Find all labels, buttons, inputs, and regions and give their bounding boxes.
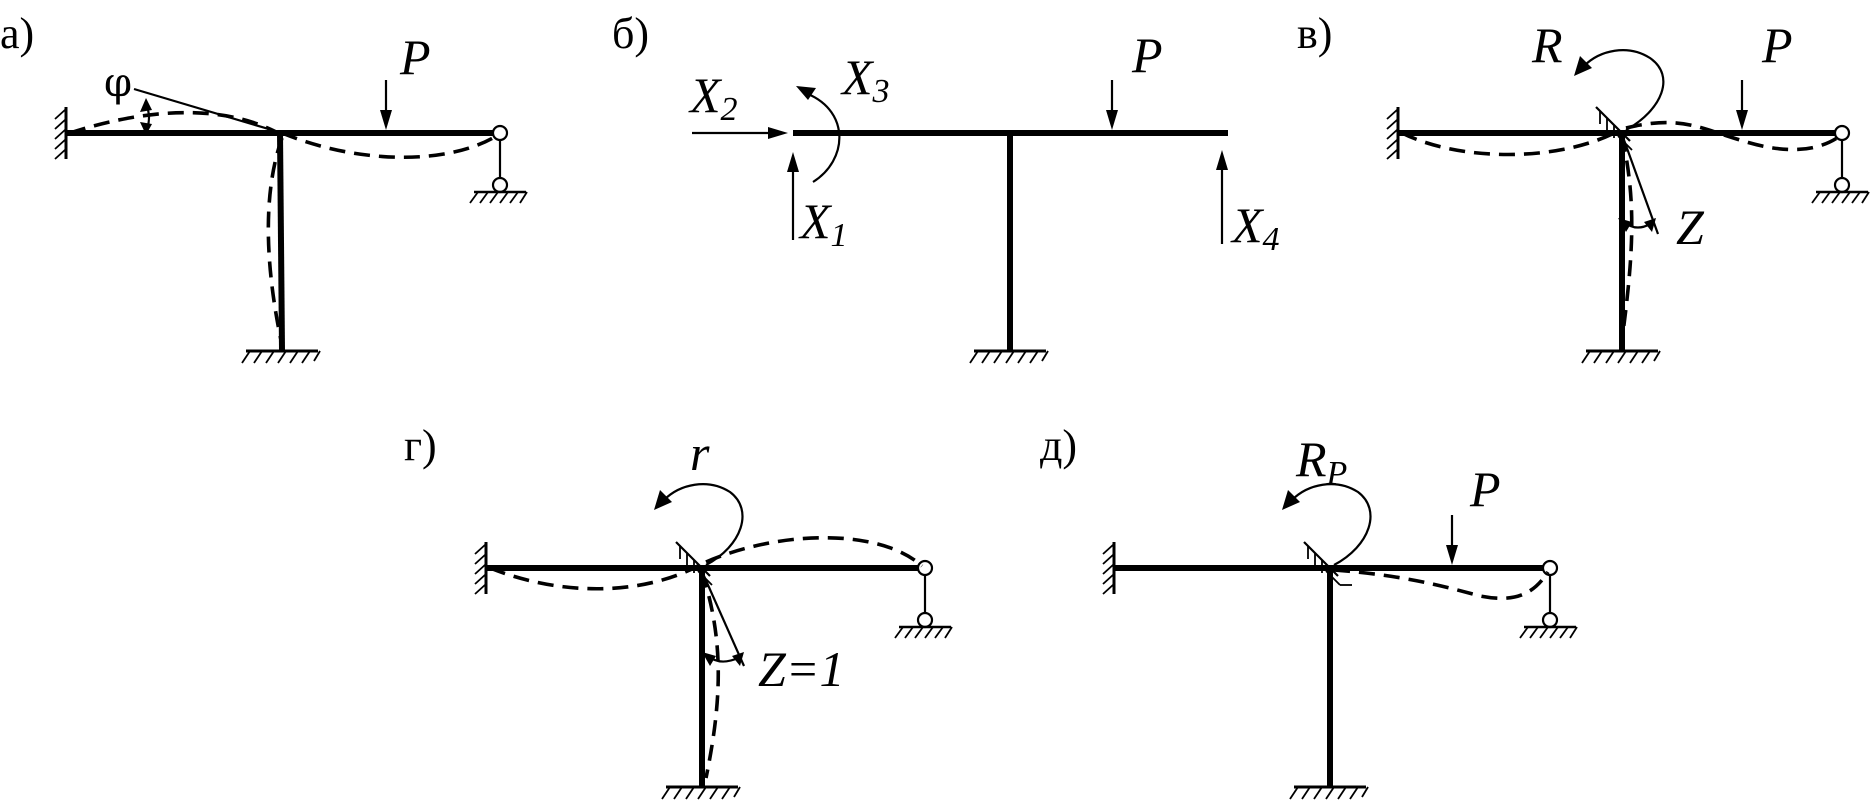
panel-g: г) Z=1 r xyxy=(404,421,954,801)
moment-x3-arc xyxy=(807,92,841,183)
moment-x3-label: X3 xyxy=(840,49,890,110)
panel-label-g: г) xyxy=(404,421,437,470)
fixed-support-bottom xyxy=(1580,349,1662,365)
load-label: P xyxy=(1469,461,1501,517)
rotation-tangent-line xyxy=(702,575,746,667)
force-x1-label: X1 xyxy=(798,193,848,254)
panel-v: в) Z R P xyxy=(1297,9,1871,365)
panel-b: б) X1 X2 X3 X4 P xyxy=(612,9,1280,365)
force-x4-label: X4 xyxy=(1230,197,1280,258)
reaction-label: R xyxy=(1531,17,1563,73)
reaction-head xyxy=(1282,490,1300,510)
roller-support xyxy=(893,559,954,640)
rotation-arrow-left xyxy=(1618,218,1632,232)
rotation-tangent-line xyxy=(133,87,283,135)
load-arrow xyxy=(1104,78,1120,132)
deflection-column xyxy=(700,571,721,779)
deflection-left-span xyxy=(69,110,279,135)
fixed-support-bottom xyxy=(660,785,742,801)
roller-support xyxy=(1810,124,1871,205)
phi-label: φ xyxy=(104,60,132,106)
reaction-label: r xyxy=(690,425,710,481)
fixed-support-left xyxy=(1101,540,1116,596)
moment-x3-head xyxy=(796,86,816,100)
reaction-label: RP xyxy=(1295,431,1347,492)
deflection-right-span xyxy=(705,535,924,568)
rotation-arrow-right xyxy=(1644,218,1656,232)
panel-label-d: д) xyxy=(1040,421,1077,470)
rotation-label: Z=1 xyxy=(758,641,845,697)
load-label: P xyxy=(1761,17,1793,73)
deflection-left-span xyxy=(1401,129,1619,157)
panel-d: д) RP P xyxy=(1040,421,1579,801)
deflection-right-span xyxy=(1625,120,1842,152)
reaction-head xyxy=(654,490,672,510)
panel-a: а) φ P xyxy=(0,9,529,365)
load-arrow xyxy=(378,78,394,132)
clamp-tick xyxy=(1325,570,1341,586)
fixed-support-bottom xyxy=(968,349,1050,365)
force-x4-head xyxy=(1216,150,1228,170)
force-x2-head xyxy=(768,127,788,139)
rotation-label: Z xyxy=(1676,199,1705,255)
rotation-arrow-right xyxy=(732,652,744,666)
panel-label-v: в) xyxy=(1297,9,1332,58)
fixed-support-bottom xyxy=(240,349,322,365)
reaction-head xyxy=(1574,56,1592,76)
roller-support xyxy=(468,124,529,205)
load-arrow xyxy=(1734,78,1750,132)
fixed-support-left xyxy=(53,105,68,161)
fixed-support-bottom xyxy=(1288,785,1370,801)
load-label: P xyxy=(1131,27,1163,83)
angle-arrow-up xyxy=(140,98,152,112)
load-arrow xyxy=(1444,513,1460,567)
load-label: P xyxy=(399,29,431,85)
reaction-arc xyxy=(1583,49,1665,131)
reaction-arc xyxy=(663,483,744,566)
panel-label-a: а) xyxy=(0,9,34,58)
force-x2-label: X2 xyxy=(688,67,738,128)
reaction-arc xyxy=(1291,483,1372,566)
rotation-arrow-left xyxy=(702,652,716,666)
force-x1-head xyxy=(787,152,799,172)
fixed-support-left xyxy=(1385,105,1400,161)
deflection-column xyxy=(266,137,284,346)
deflection-left-span xyxy=(489,564,699,591)
deflection-right-span xyxy=(281,131,499,160)
rotation-tangent-line xyxy=(1622,139,1660,235)
angle-arrow-down xyxy=(140,122,152,135)
deflection-right-span xyxy=(1333,568,1550,601)
column-vertical xyxy=(277,132,285,351)
panel-label-b: б) xyxy=(612,9,649,58)
fixed-support-left xyxy=(473,540,488,596)
